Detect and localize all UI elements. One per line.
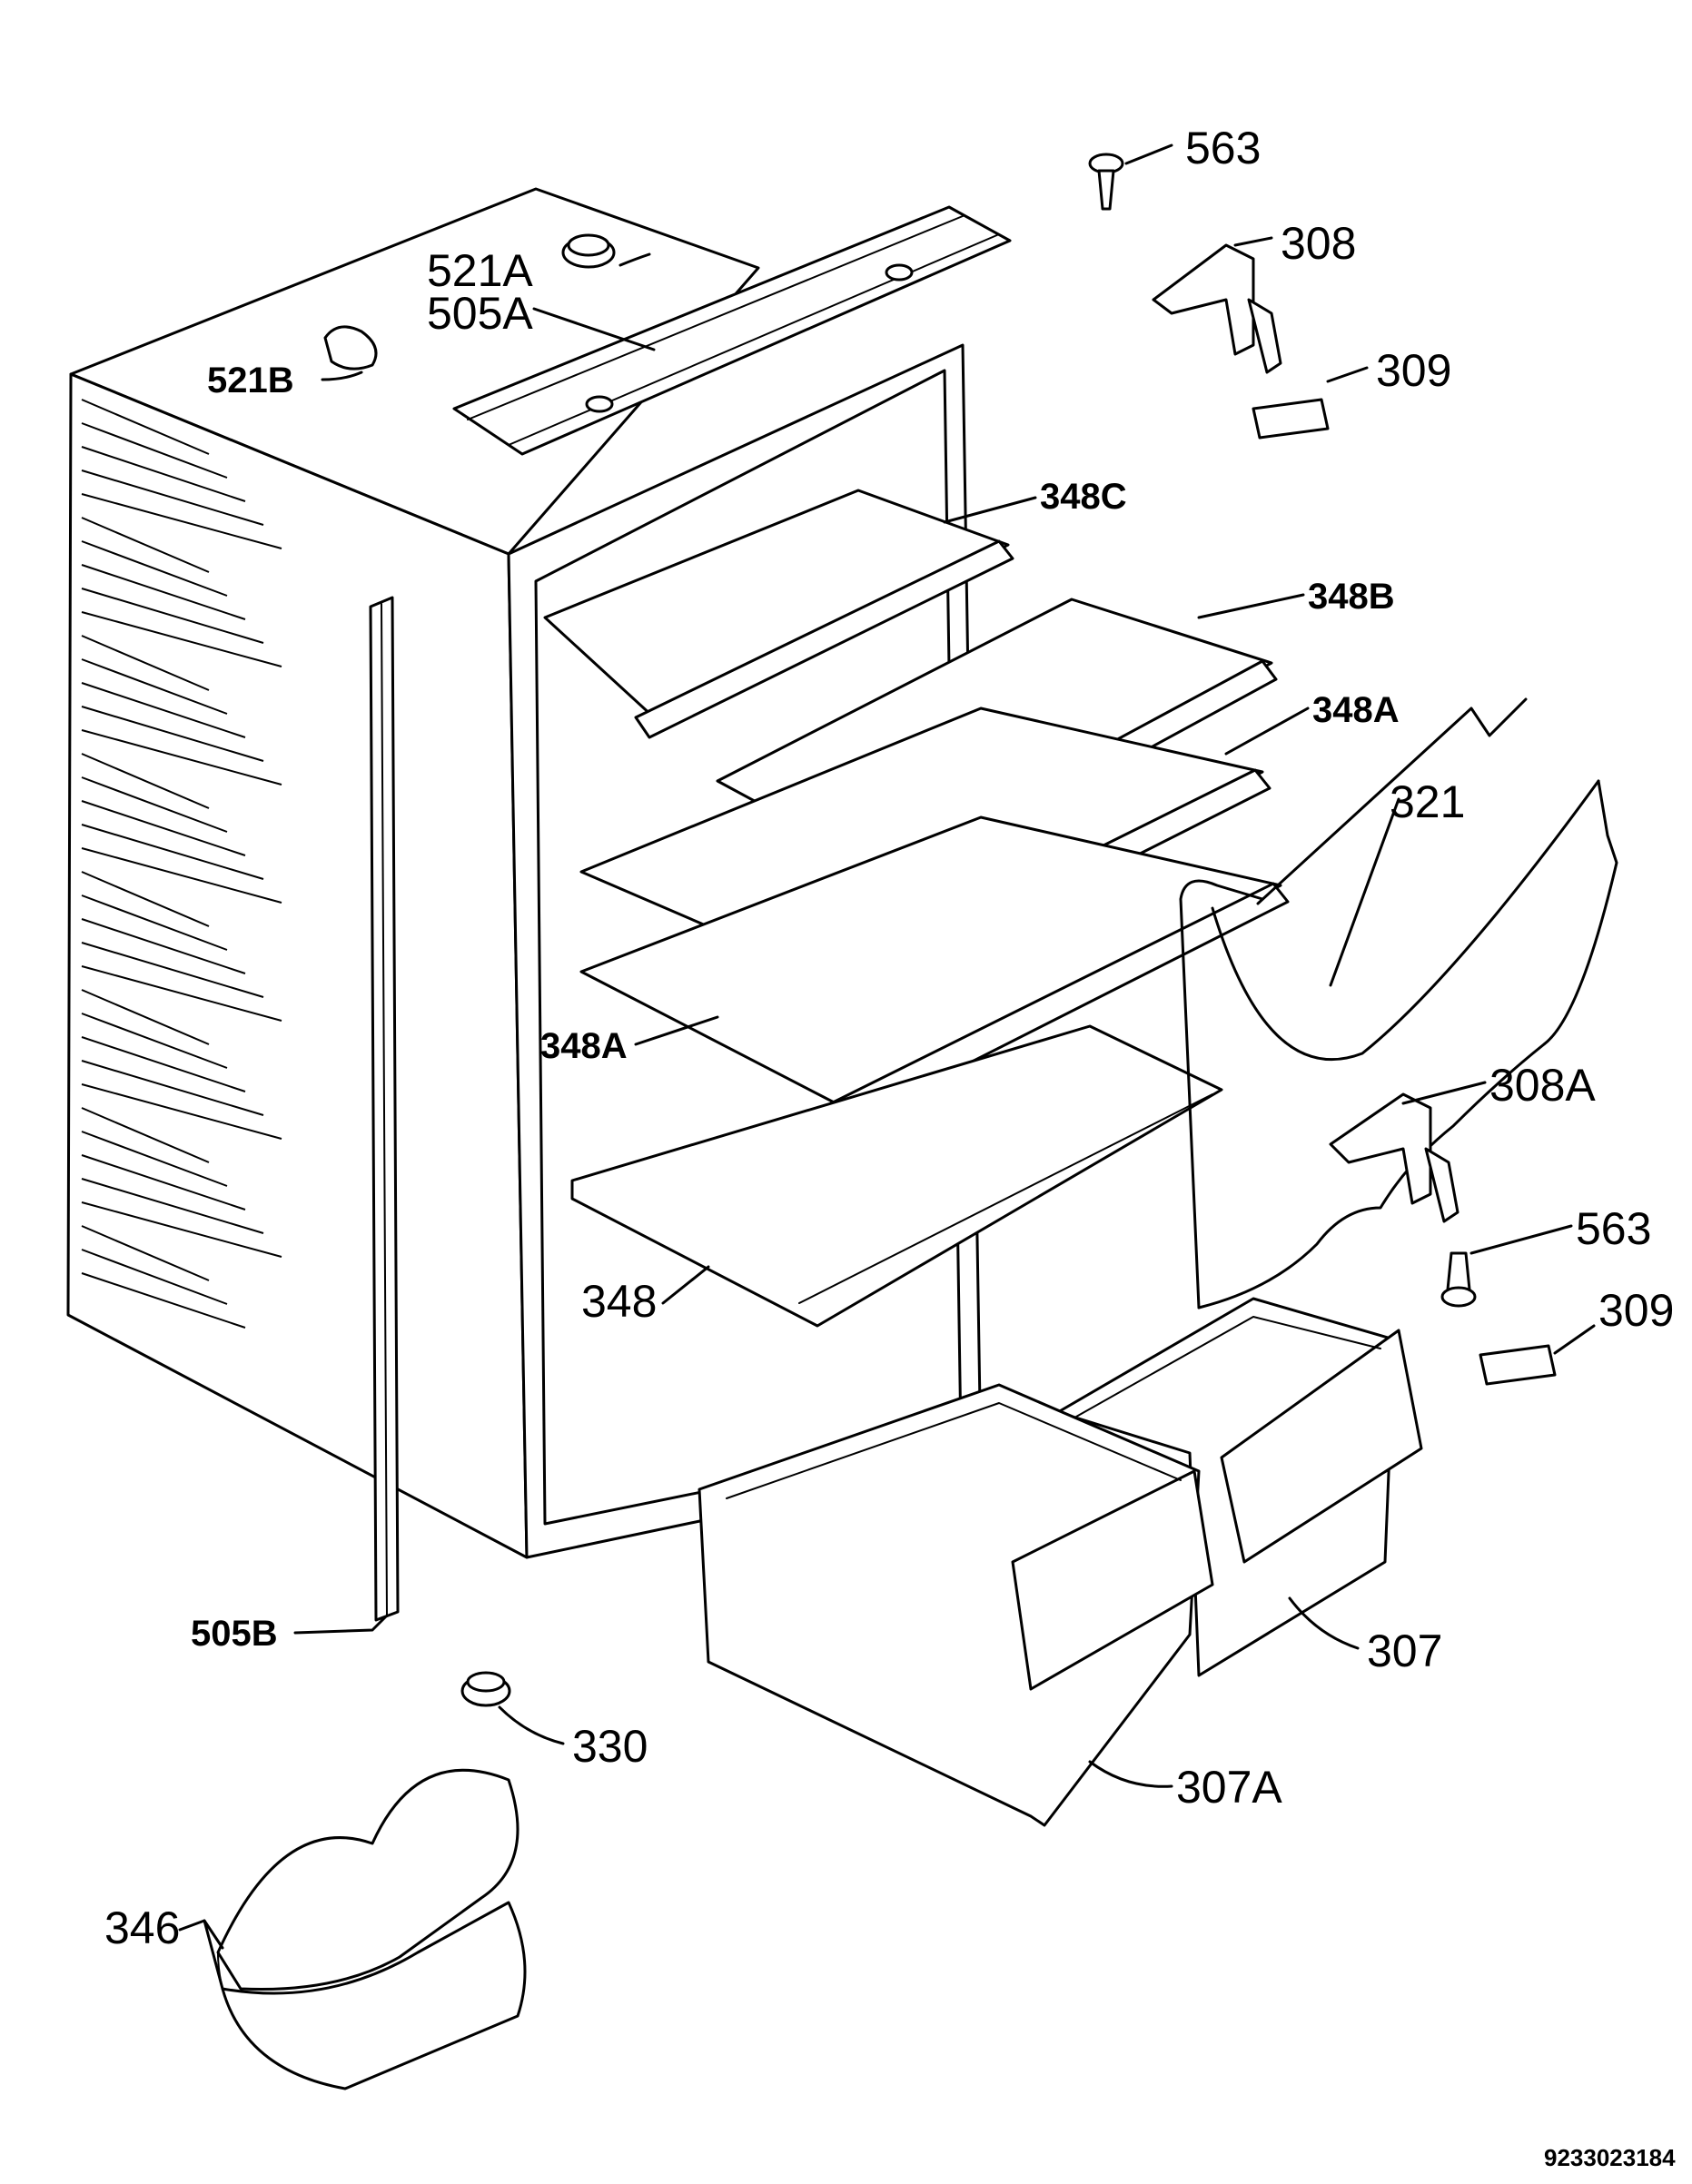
crisper-cover-348 <box>570 1024 1223 1328</box>
callout-348B: 348B <box>1308 577 1395 617</box>
callout-307A: 307A <box>1176 1762 1282 1813</box>
callout-labels: 563 308 309 521A 505A 521B 348C 348B 348… <box>104 123 1674 1953</box>
callout-348A-right: 348A <box>1312 690 1400 730</box>
drawer-307A <box>698 1383 1214 1827</box>
top-rail-part <box>452 205 1012 456</box>
callout-563-top: 563 <box>1185 123 1261 173</box>
callout-348: 348 <box>581 1276 657 1327</box>
cap-part <box>323 325 378 371</box>
callout-521A: 521A <box>427 245 533 296</box>
shelf-348A-lower <box>579 815 1290 1128</box>
plug-part <box>561 233 616 269</box>
callout-330: 330 <box>572 1721 648 1772</box>
callout-348C: 348C <box>1040 477 1127 517</box>
callout-321: 321 <box>1390 776 1465 827</box>
label-plate-top <box>1252 398 1330 440</box>
screw-bottom-part <box>1440 1251 1477 1308</box>
callout-505B: 505B <box>191 1614 278 1654</box>
callout-346: 346 <box>104 1902 180 1953</box>
callout-563-bottom: 563 <box>1576 1203 1651 1254</box>
callout-505A: 505A <box>427 288 533 339</box>
label-plate-bottom <box>1479 1344 1557 1386</box>
callout-309-top: 309 <box>1376 345 1451 396</box>
drawer-307 <box>1056 1297 1423 1677</box>
knob-part <box>460 1671 511 1707</box>
callout-308: 308 <box>1281 218 1356 269</box>
leader-lines <box>178 143 1596 1991</box>
bracket-308A <box>1329 1092 1459 1223</box>
shelf-348C <box>543 489 1014 739</box>
callout-521B: 521B <box>207 361 294 400</box>
egg-tray-part <box>216 1768 527 2090</box>
callout-309-bottom: 309 <box>1598 1285 1674 1336</box>
screw-top-part <box>1088 153 1124 211</box>
callout-348A-left: 348A <box>540 1026 628 1066</box>
bracket-308 <box>1152 243 1282 374</box>
callout-307: 307 <box>1367 1626 1442 1676</box>
callout-308A: 308A <box>1489 1060 1596 1111</box>
document-number: 9233023184 <box>1544 2144 1676 2171</box>
